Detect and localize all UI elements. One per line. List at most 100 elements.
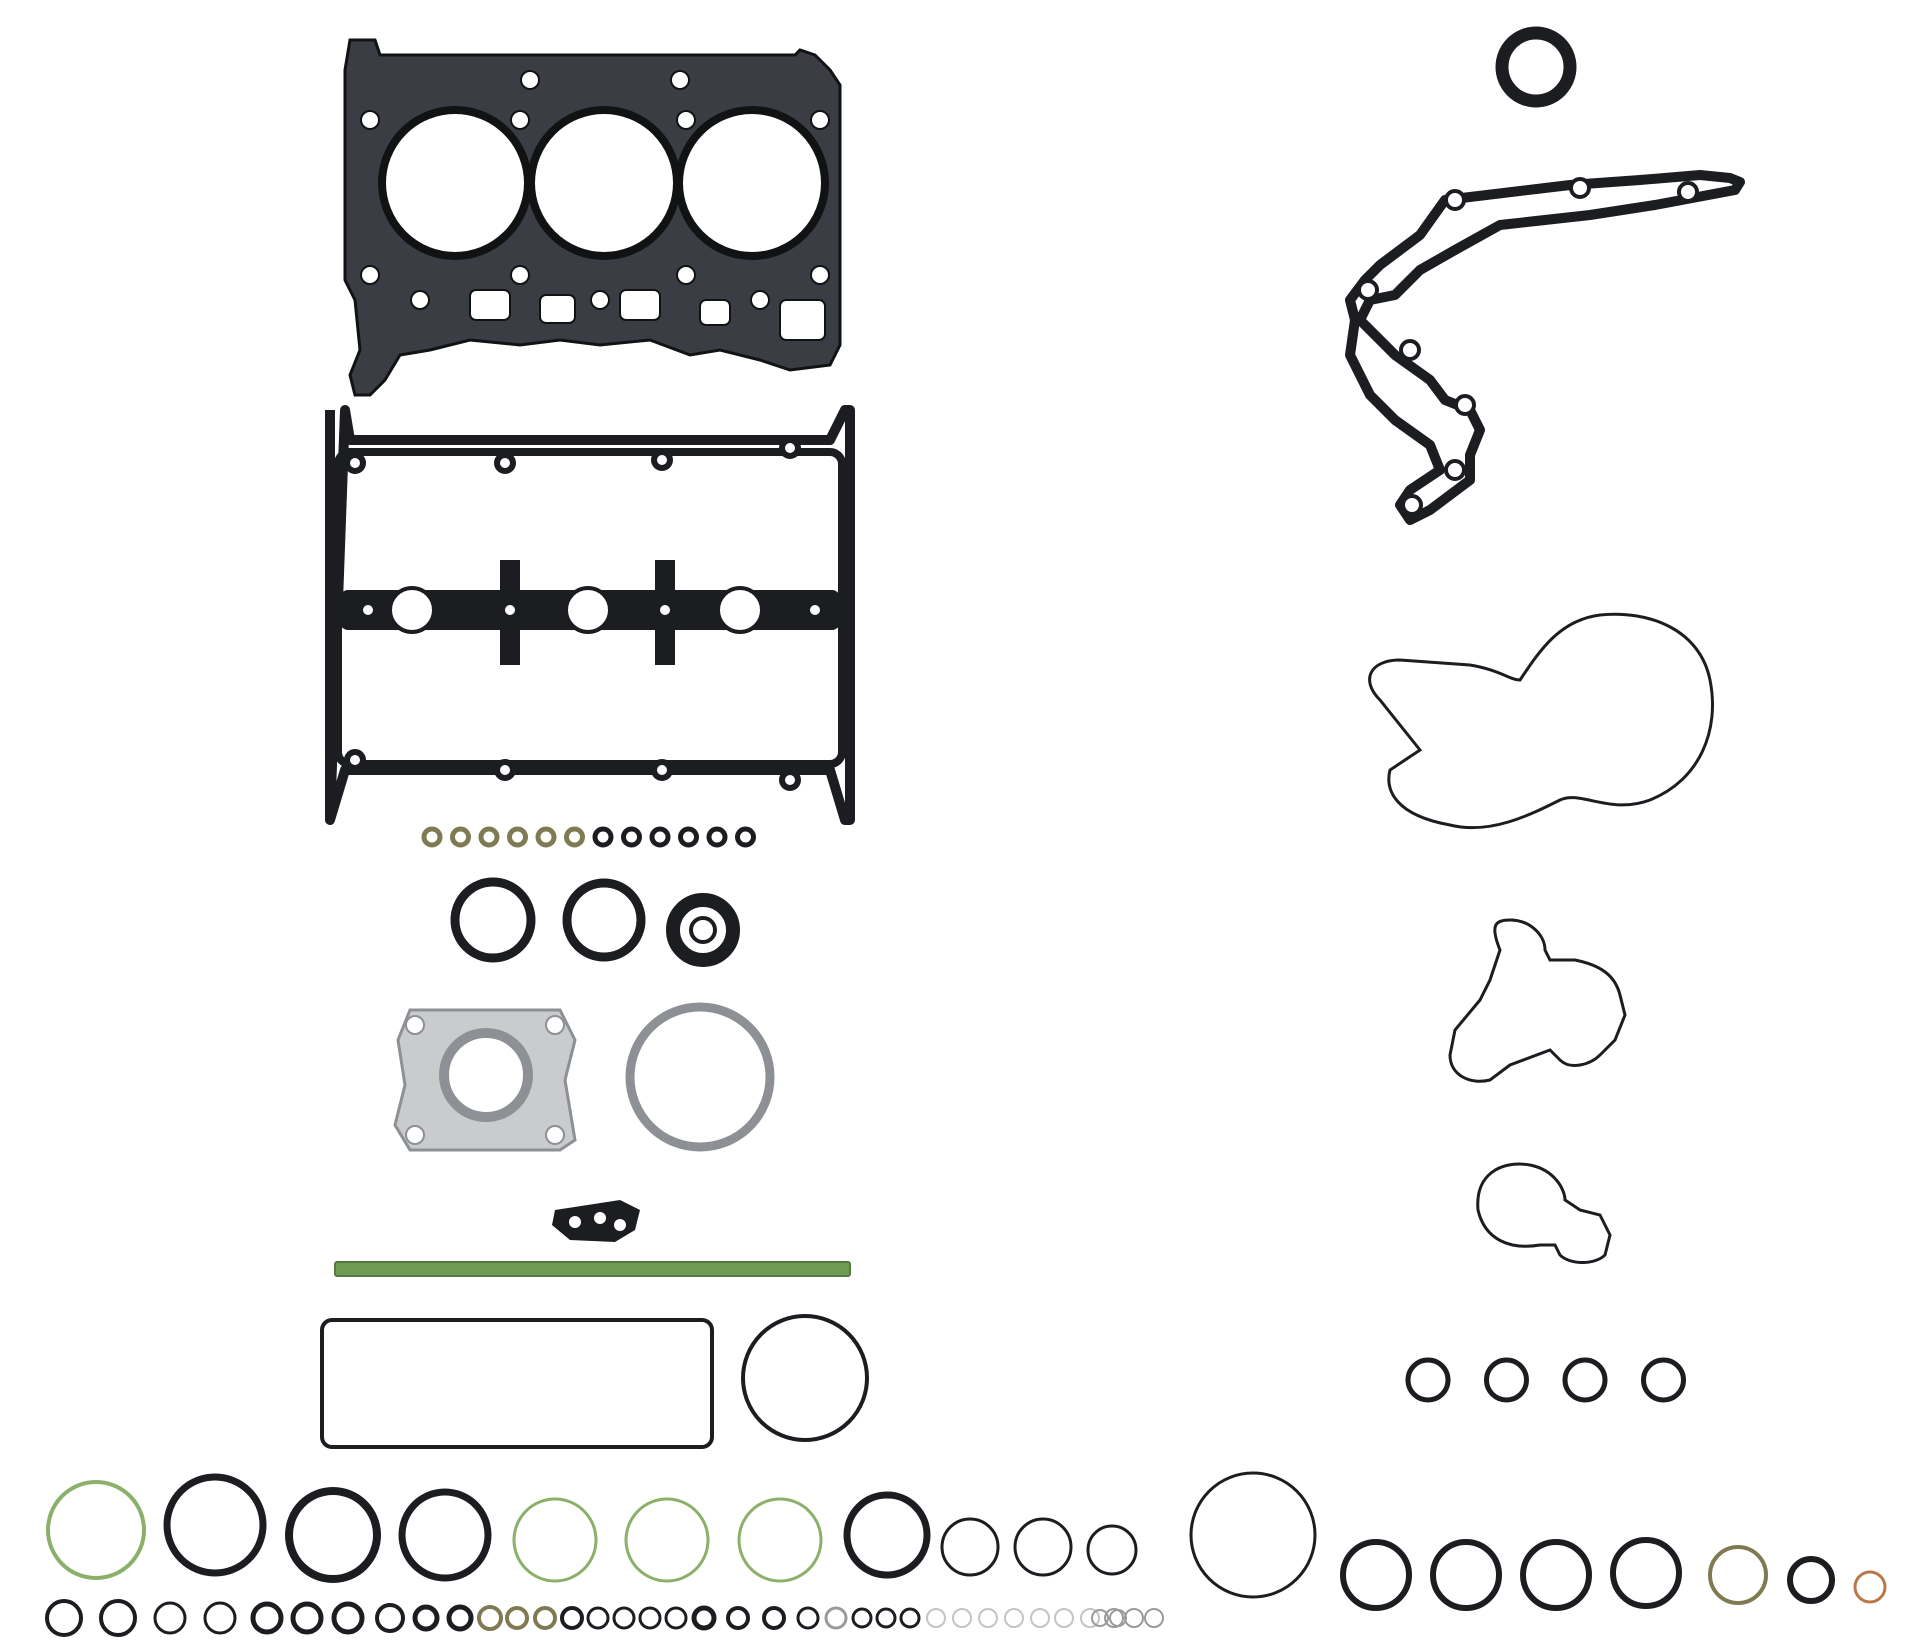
bolt-hole — [1444, 459, 1466, 481]
o-ring-small — [691, 1605, 717, 1631]
bolt-hole — [651, 449, 673, 471]
bolt-hole — [1357, 279, 1379, 301]
o-ring-large — [1787, 1556, 1835, 1604]
o-ring-large — [512, 1497, 598, 1583]
shaft-seal — [666, 893, 740, 967]
bolt-hole — [670, 70, 690, 90]
spark-plug-hole — [388, 586, 436, 634]
o-ring-small — [664, 1606, 688, 1630]
valve-stem-seal — [735, 826, 756, 848]
o-ring-small — [412, 1604, 440, 1632]
valve-stem-seal — [478, 826, 500, 848]
o-ring-small — [446, 1604, 474, 1632]
o-ring-large — [46, 1480, 146, 1580]
bolt-hole — [520, 70, 540, 90]
stud-hole — [545, 1015, 565, 1035]
o-ring-small — [1030, 1608, 1050, 1628]
o-ring-large — [163, 1473, 267, 1577]
crankshaft-seal — [1495, 26, 1577, 108]
shaft-seal — [450, 877, 536, 963]
green-sealing-strip — [334, 1261, 851, 1277]
bolt-hole — [494, 759, 516, 781]
shaft-seals — [450, 877, 740, 967]
o-ring-small — [203, 1601, 237, 1635]
bolt-hole — [1677, 181, 1699, 203]
valve-stem-seal — [706, 826, 728, 848]
o-ring-large — [1610, 1537, 1682, 1609]
o-ring-row-large-right — [1189, 1471, 1887, 1611]
bolt-hole — [676, 265, 696, 285]
bolt-hole — [1444, 189, 1466, 211]
exhaust-flange-gasket — [393, 1008, 577, 1152]
o-ring-large — [1430, 1539, 1502, 1611]
o-ring-small — [726, 1606, 750, 1630]
valve-cover-gasket — [325, 405, 855, 825]
o-ring-small — [952, 1608, 972, 1628]
o-ring-large — [1086, 1524, 1138, 1576]
bolt-hole — [750, 290, 770, 310]
bolt-hole — [651, 759, 673, 781]
cylinder-head-gasket — [343, 38, 842, 397]
o-ring-small — [533, 1606, 557, 1630]
valve-stem-seal — [564, 826, 585, 848]
o-ring-small — [99, 1599, 137, 1637]
o-ring-small — [331, 1601, 365, 1635]
o-ring-small — [1004, 1608, 1024, 1628]
o-ring-large — [1340, 1539, 1412, 1611]
shaft-seal-lip — [689, 916, 717, 944]
bolt-hole — [810, 110, 830, 130]
o-ring — [1484, 1357, 1529, 1403]
oil-pan-gasket — [320, 1318, 714, 1449]
valve-stem-seal — [535, 826, 557, 848]
o-ring-small — [1091, 1609, 1109, 1627]
o-ring — [1562, 1357, 1608, 1403]
valve-stem-seal — [621, 826, 642, 848]
oil-pump-seal — [1476, 1162, 1612, 1264]
o-ring-small — [153, 1601, 187, 1635]
o-ring-small — [586, 1606, 610, 1630]
bolt-hole — [1401, 494, 1423, 516]
bolt-hole — [810, 265, 830, 285]
o-ring-small — [926, 1608, 946, 1628]
bolt-hole — [510, 110, 530, 130]
valve-stem-seal — [507, 826, 528, 848]
water-pump-seal — [1448, 918, 1627, 1083]
bolt-hole — [804, 599, 826, 621]
coolant-port — [539, 294, 576, 324]
o-ring-small — [978, 1608, 998, 1628]
o-ring-small — [1080, 1608, 1100, 1628]
o-ring-small — [560, 1606, 584, 1630]
o-ring-large — [1189, 1471, 1317, 1599]
o-ring-small — [1124, 1608, 1144, 1628]
o-ring-large — [285, 1487, 381, 1583]
bolt-hole — [360, 110, 380, 130]
bolt-hole — [410, 290, 430, 310]
o-ring-large — [1853, 1570, 1887, 1604]
shaft-seal — [562, 878, 646, 962]
o-ring-row-small — [45, 1599, 1164, 1637]
bolt-hole — [779, 769, 801, 791]
valve-stem-seal — [450, 826, 471, 848]
o-ring-small — [796, 1606, 820, 1630]
spark-plug-hole — [716, 586, 764, 634]
o-ring — [1641, 1357, 1686, 1403]
turbo-ring-gasket — [625, 1002, 775, 1152]
o-ring-large — [1013, 1517, 1073, 1577]
o-ring-small — [638, 1606, 662, 1630]
o-ring-small — [1109, 1609, 1127, 1627]
o-ring — [1405, 1357, 1451, 1403]
o-ring-small — [1054, 1608, 1074, 1628]
o-ring-small — [290, 1601, 324, 1635]
right-o-rings — [1405, 1357, 1686, 1403]
coolant-port — [619, 289, 661, 321]
coolant-port — [699, 299, 731, 326]
spark-plug-hole — [564, 586, 612, 634]
o-ring-large — [843, 1491, 931, 1579]
o-ring-small — [899, 1607, 921, 1629]
o-ring-small — [375, 1603, 405, 1633]
o-ring-small — [250, 1601, 284, 1635]
bolt-hole — [590, 290, 610, 310]
bolt-hole — [1569, 177, 1591, 199]
o-ring-small — [477, 1605, 503, 1631]
